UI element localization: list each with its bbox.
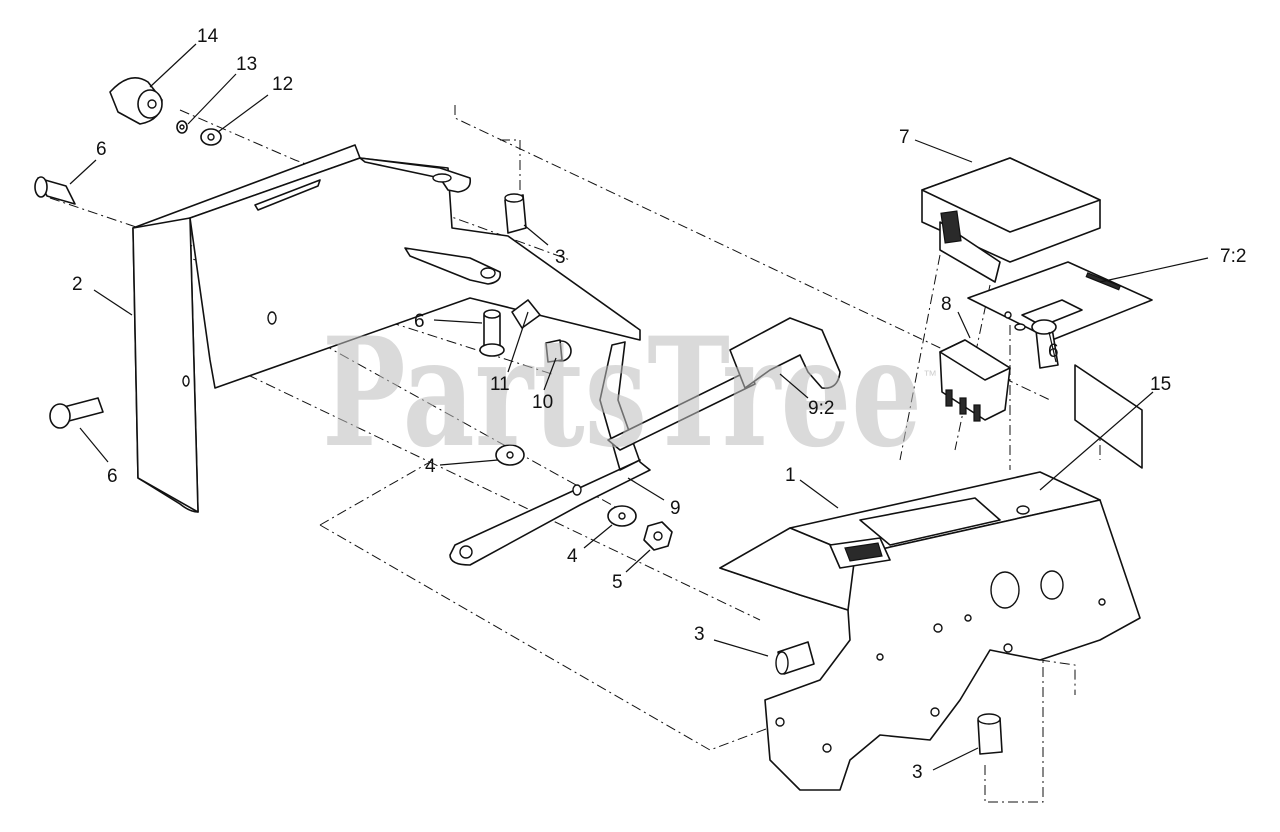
callout-3: 3 — [912, 762, 923, 783]
callout-12: 12 — [272, 74, 293, 95]
part-2-bracket — [132, 144, 641, 513]
watermark-trademark: ™ — [923, 367, 937, 383]
part-1-console-housing — [719, 471, 1141, 791]
part-6-bolts — [34, 176, 1059, 429]
callout-1: 1 — [785, 465, 796, 486]
callout-3: 3 — [694, 624, 705, 645]
callout-4: 4 — [425, 456, 436, 477]
callout-8: 8 — [941, 294, 952, 315]
callout-9-2: 9:2 — [808, 398, 834, 419]
callout-14: 14 — [197, 26, 219, 47]
parts-12-13-14-knob-hardware — [109, 76, 222, 146]
callout-leader-lines — [69, 43, 1209, 771]
callout-labels: 14 13 12 6 2 6 3 6 11 10 4 4 5 9 9:2 7 7… — [72, 26, 1246, 783]
partstree-watermark: PartsTree ™ — [322, 305, 937, 481]
parts-4-5-10-11-hardware — [495, 299, 673, 551]
part-9-lever — [449, 317, 841, 566]
callout-6: 6 — [96, 139, 107, 160]
callout-4: 4 — [567, 546, 578, 567]
part-3-bushings — [504, 193, 1003, 755]
part-15-plate — [1074, 364, 1143, 469]
part-8-switch — [939, 339, 1011, 422]
callout-2: 2 — [72, 274, 83, 295]
callout-5: 5 — [612, 572, 623, 593]
callout-3: 3 — [555, 247, 566, 268]
callout-9: 9 — [670, 498, 681, 519]
callout-11: 11 — [490, 374, 510, 395]
callout-7: 7 — [899, 127, 910, 148]
callout-15: 15 — [1150, 374, 1171, 395]
callout-6: 6 — [107, 466, 118, 487]
callout-6: 6 — [1048, 341, 1059, 362]
watermark-text: PartsTree — [322, 305, 922, 481]
callout-13: 13 — [236, 54, 257, 75]
callout-7-2: 7:2 — [1220, 246, 1246, 267]
part-7-cover — [921, 157, 1101, 283]
callout-6: 6 — [414, 311, 425, 332]
callout-10: 10 — [532, 392, 553, 413]
